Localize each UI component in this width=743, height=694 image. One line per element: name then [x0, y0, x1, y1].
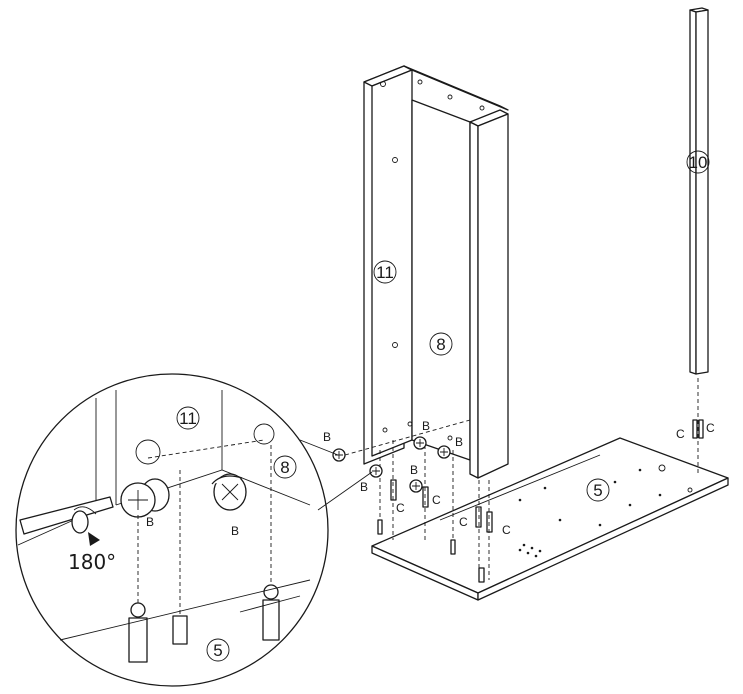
- cam-bolt: [128, 515, 148, 663]
- part-number-callout: 11: [373, 260, 397, 284]
- fitting-label-b: B: [360, 480, 368, 494]
- fitting-label-b: B: [323, 430, 331, 444]
- cam-lock: [413, 436, 427, 450]
- detail-callout: [15, 373, 373, 687]
- rotation-label: 180°: [68, 550, 116, 574]
- dowel: [422, 445, 429, 540]
- dowel: [692, 419, 704, 439]
- part-number-back-detail: 8: [280, 458, 289, 477]
- part-number-side-detail: 11: [179, 409, 197, 428]
- part-number-callout: 5: [586, 478, 610, 502]
- part-number-side: 11: [376, 263, 394, 282]
- part-number-callout: 10: [686, 150, 710, 174]
- fitting-label-b: B: [455, 435, 463, 449]
- part-number-base-detail: 5: [213, 641, 222, 660]
- part-number-callout: 5: [206, 638, 230, 662]
- labels: 11 8 5 10 11 8 5 B B B B B: [68, 150, 715, 662]
- dowel: [390, 440, 397, 540]
- cam-bolt: [262, 445, 280, 641]
- part-number-base: 5: [593, 481, 602, 500]
- cam-lock: [437, 445, 451, 459]
- dowel-group: [377, 419, 704, 583]
- part-number-callout: 8: [273, 455, 297, 479]
- part-number-back: 8: [436, 335, 445, 354]
- dowel: [486, 480, 493, 580]
- part-number-callout: 8: [429, 332, 453, 356]
- base-panel: [371, 437, 729, 601]
- dowel: [172, 470, 188, 645]
- part-number-post: 10: [689, 153, 708, 172]
- cam-lock: [120, 478, 170, 518]
- fitting-label-b: B: [231, 524, 239, 538]
- part-number-callout: 11: [176, 406, 200, 430]
- cam-lock: [369, 464, 383, 478]
- fitting-label-c: C: [396, 501, 405, 515]
- fitting-label-b: B: [146, 515, 154, 529]
- cam-lock: [409, 479, 423, 493]
- cam-lock: [211, 473, 247, 511]
- dowel: [475, 480, 482, 580]
- fitting-label-c: C: [706, 421, 715, 435]
- cam-bolt: [377, 450, 485, 583]
- cam-lock: [332, 448, 346, 462]
- fitting-label-b: B: [422, 419, 430, 433]
- fitting-label-c: C: [502, 523, 511, 537]
- post: [689, 7, 709, 475]
- fitting-label-c: C: [432, 493, 441, 507]
- fitting-label-c: C: [459, 515, 468, 529]
- cam-lock-group: [332, 419, 471, 493]
- fitting-label-c: C: [676, 427, 685, 441]
- fitting-label-b: B: [410, 463, 418, 477]
- back-panel: [382, 99, 509, 479]
